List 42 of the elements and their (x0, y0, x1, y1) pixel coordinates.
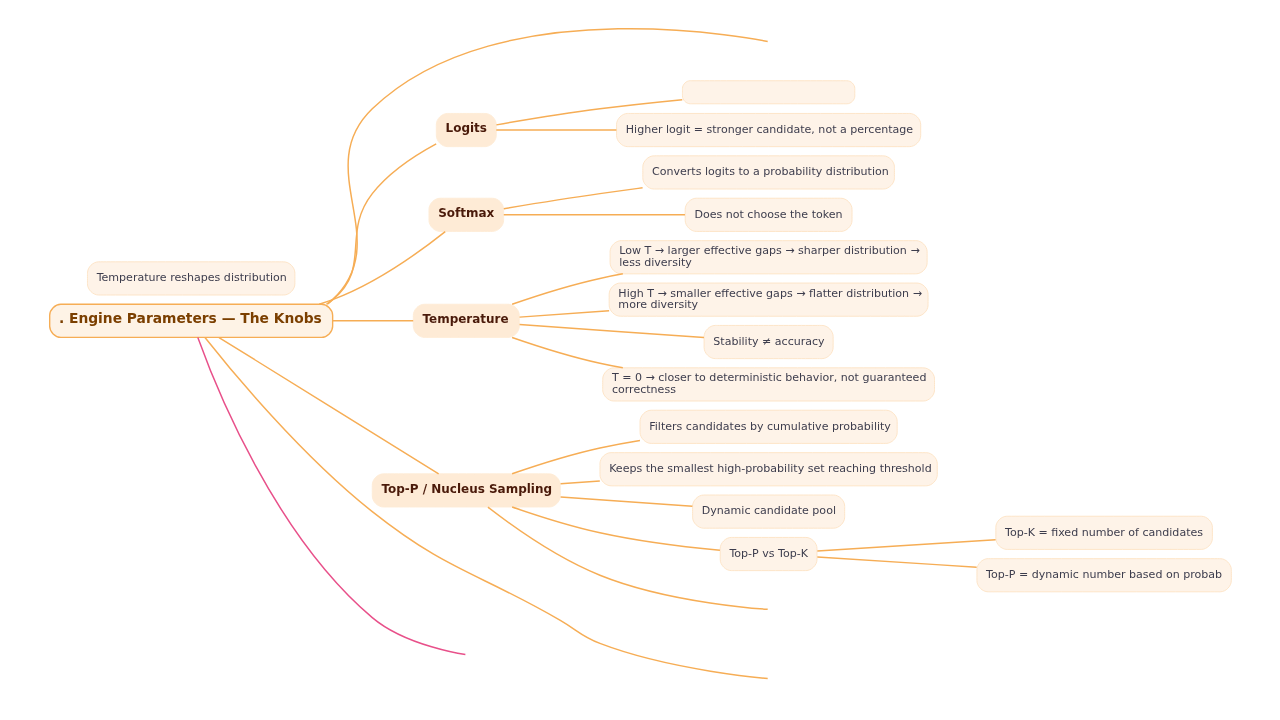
connector (518, 310, 610, 318)
connector (495, 129, 617, 131)
node-box: Temperature (412, 303, 520, 338)
connector (325, 143, 437, 305)
connector (502, 214, 686, 216)
node-box: Dynamic candidate pool (691, 494, 845, 529)
connector (559, 480, 601, 485)
node-box: . Engine Parameters — The Knobs (48, 303, 333, 339)
node-box: Logits (435, 113, 497, 148)
connector (559, 496, 693, 508)
node-box: Keeps the smallest high-probability set reaching threshold (599, 452, 938, 487)
connector (217, 336, 439, 475)
connector (326, 28, 768, 305)
connector (518, 323, 705, 339)
node-box: Top-P = dynamic number based on probab (975, 558, 1232, 593)
node-box: Low T → larger effective gaps → sharper distribution → less diversity (609, 240, 928, 275)
node-box: Converts logits to a probability distribution (641, 155, 895, 190)
node-box: Temperature reshapes distribution (86, 261, 295, 296)
node-box: High T → smaller effective gaps → flatter distribution → more diversity (608, 282, 929, 317)
node-box: Top-P / Nucleus Sampling (371, 473, 561, 508)
connector (510, 506, 721, 552)
node-box: Softmax (428, 197, 504, 232)
connector (495, 98, 683, 126)
connector (510, 439, 641, 475)
connector (502, 187, 643, 210)
node-box: Higher logit = stronger candidate, not a percentage (615, 113, 921, 148)
node-box: Does not choose the token (684, 197, 852, 232)
connector (816, 538, 996, 552)
connector (510, 273, 624, 305)
connector (816, 556, 977, 568)
connector (196, 336, 466, 656)
connector (486, 506, 768, 611)
connector (317, 230, 446, 305)
connector (203, 336, 768, 680)
connector (510, 336, 624, 369)
node-box (681, 80, 855, 105)
node-box: Top-K = fixed number of candidates (994, 515, 1213, 550)
node-box: T = 0 → closer to deterministic behavior, not guaranteed correctness (601, 367, 935, 402)
node-box: Stability ≠ accuracy (703, 325, 834, 360)
connector (331, 320, 414, 322)
node-box: Top-P vs Top-K (719, 536, 817, 572)
node-box: Filters candidates by cumulative probability (639, 409, 898, 444)
